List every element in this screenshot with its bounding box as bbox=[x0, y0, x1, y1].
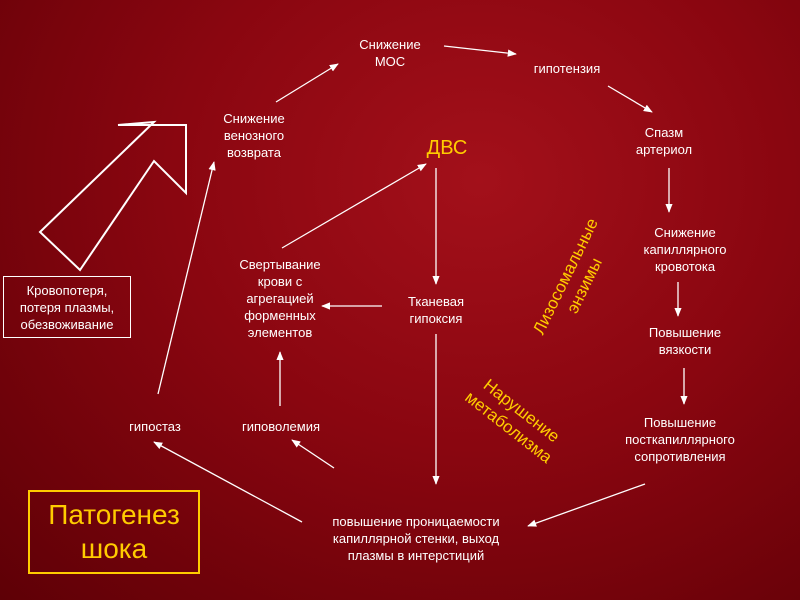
node-povyshenie-pronitsaemosti: повышение проницаемости капиллярной стен… bbox=[332, 514, 500, 563]
node-povyshenie-vyazkosti: Повышение вязкости bbox=[648, 325, 722, 357]
node-snizhenie-kapillyarnogo: Снижение капиллярного кровотока bbox=[643, 225, 727, 274]
arrow-postcapillary-to-permeability bbox=[527, 483, 646, 527]
node-svertyvanie: Свертывание крови с агрегацией форменных… bbox=[239, 257, 321, 340]
node-tkanevaya-gipoksiya: Тканевая гипоксия bbox=[407, 294, 464, 326]
node-dvs: ДВС bbox=[426, 137, 468, 159]
arrow-clotting-to-dvs bbox=[281, 163, 427, 249]
arrow-mos-to-hypotension bbox=[443, 45, 517, 57]
big-arrow-icon bbox=[38, 120, 187, 272]
node-povyshenie-postkapillyarnogo: Повышение посткапиллярного сопротивления bbox=[625, 415, 735, 464]
arrow-permeability-to-hypostasis bbox=[153, 441, 303, 523]
node-gipovolemiya: гиповолемия bbox=[241, 419, 321, 434]
arrow-permeability-to-hypovolemia bbox=[291, 439, 335, 469]
arrow-hypostasis-to-venous bbox=[157, 161, 216, 395]
node-gipotenziya: гипотензия bbox=[533, 61, 601, 76]
node-spazm-arteriol: Спазм артериол bbox=[635, 125, 693, 157]
node-gipostaz: гипостаз bbox=[129, 419, 181, 434]
slide-title: Патогенез шока bbox=[28, 490, 200, 574]
arrow-venous-to-mos bbox=[275, 63, 339, 103]
node-snizhenie-venoznogo: Снижение венозного возврата bbox=[223, 111, 285, 160]
cause-box: Кровопотеря, потеря плазмы, обезвоживани… bbox=[3, 276, 131, 338]
arrow-hypotension-to-spasm bbox=[607, 85, 653, 113]
node-snizhenie-mos: Снижение МОС bbox=[359, 37, 421, 69]
